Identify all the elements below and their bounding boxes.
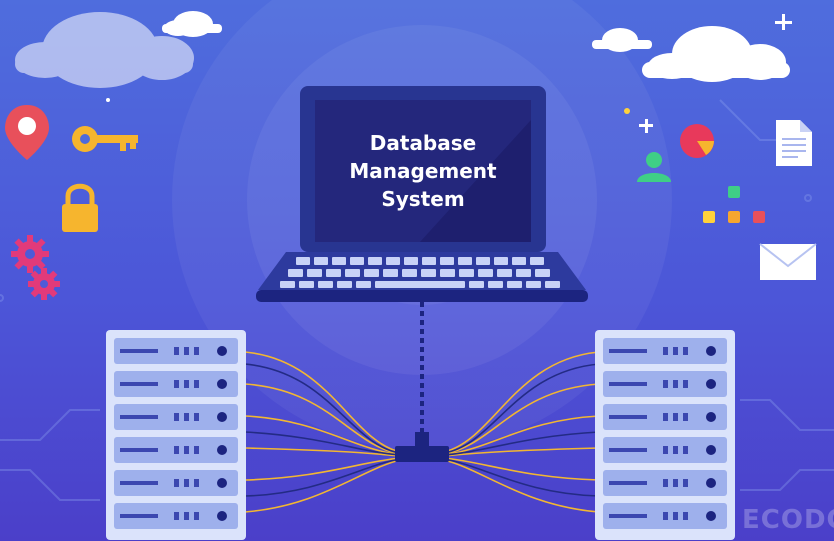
cable-hub xyxy=(395,432,449,462)
document-icon xyxy=(776,120,812,166)
cloud-icon xyxy=(15,11,790,88)
sparkle-icon xyxy=(106,14,792,133)
server-rack-icon xyxy=(595,330,735,540)
envelope-icon xyxy=(759,243,817,280)
padlock-icon xyxy=(62,183,98,232)
server-units xyxy=(114,338,238,529)
laptop-icon xyxy=(256,86,588,302)
keyboard xyxy=(280,257,560,288)
laptop-screen-text: Database Management System xyxy=(318,103,528,239)
watermark: ECODO xyxy=(742,505,834,535)
location-pin-icon xyxy=(5,105,49,160)
screen-line-1: Database xyxy=(369,131,477,155)
fiber-cables xyxy=(244,351,600,513)
server-units xyxy=(603,338,727,529)
screen-line-3: System xyxy=(381,187,465,211)
key-icon xyxy=(72,126,138,152)
pie-chart-icon xyxy=(680,124,714,158)
gear-icon xyxy=(11,235,60,300)
user-icon xyxy=(637,152,671,182)
screen-line-2: Management xyxy=(349,159,497,183)
color-blocks xyxy=(703,186,765,223)
server-rack-icon xyxy=(106,330,246,540)
